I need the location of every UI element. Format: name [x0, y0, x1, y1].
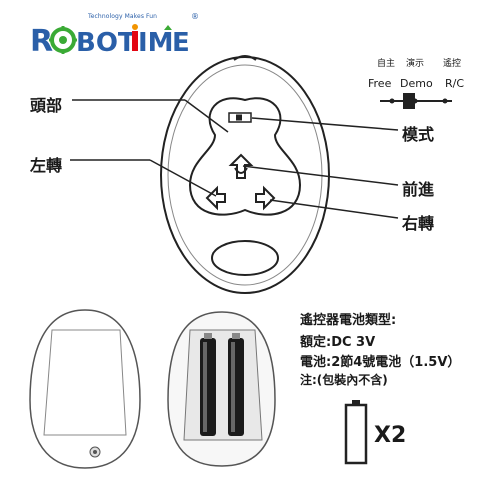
mode-label-free: Free [368, 77, 392, 90]
forward-arrow-icon [228, 153, 254, 179]
left-arrow-icon [205, 185, 226, 211]
mode-label-demo: Demo [400, 77, 433, 90]
logo-tagline: Technology Makes Fun [88, 13, 158, 20]
remote-control-front [160, 55, 330, 294]
mode-label-cn-demo: 演示 [406, 59, 425, 69]
battery-spec-type: 電池:2節4號電池（1.5V） [300, 355, 461, 370]
mode-switch-legend [380, 93, 452, 109]
label-left-turn: 左轉 [30, 156, 63, 175]
battery-spec-note: 注:(包裝內不含) [300, 373, 388, 387]
remote-control-back [29, 309, 141, 469]
mode-label-cn-free: 自主 [377, 59, 396, 69]
svg-text:IM: IM [138, 28, 174, 58]
remote-control-open [167, 311, 276, 467]
logo-registered-mark: ® [191, 12, 199, 21]
callout-lines [70, 99, 399, 219]
mode-label-rc: R/C [445, 77, 465, 90]
battery-spec-title: 遙控器電池類型: [300, 313, 397, 328]
label-head: 頭部 [30, 96, 63, 115]
svg-text:R: R [30, 24, 53, 59]
battery-spec-rated: 額定:DC 3V [300, 335, 376, 350]
robotime-logo: R BOT IM E [30, 24, 190, 59]
label-mode: 模式 [402, 125, 435, 144]
svg-text:BOT: BOT [76, 28, 136, 58]
svg-text:E: E [172, 28, 190, 58]
mode-switch-icon [228, 112, 252, 123]
label-forward: 前進 [402, 180, 435, 199]
right-arrow-icon [255, 185, 276, 211]
label-right-turn: 右轉 [402, 214, 435, 233]
gear-icon [49, 26, 77, 54]
battery-icon [344, 400, 368, 465]
battery-quantity: X2 [374, 423, 407, 448]
mode-label-cn-rc: 遙控 [443, 59, 462, 69]
